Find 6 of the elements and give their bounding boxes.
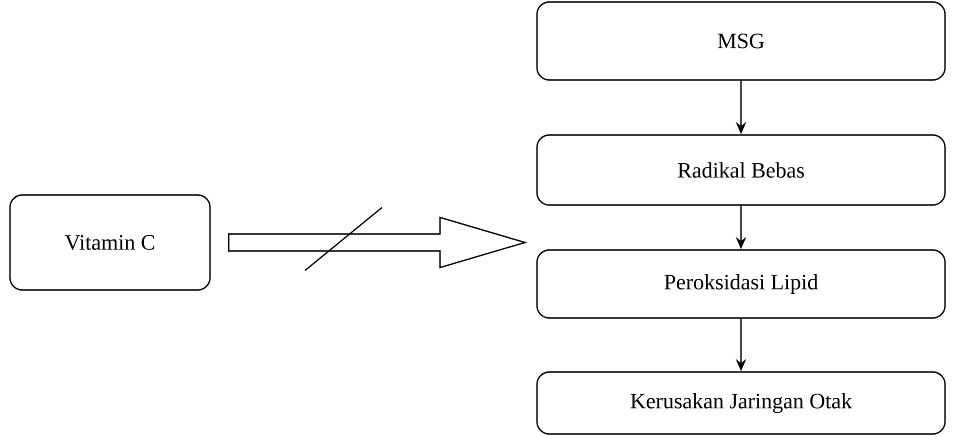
block-arrow — [228, 216, 528, 268]
process-box: Radikal Bebas — [536, 134, 946, 206]
process-box: Peroksidasi Lipid — [536, 249, 946, 319]
process-box: Vitamin C — [9, 194, 211, 291]
process-box: Kerusakan Jaringan Otak — [536, 371, 946, 435]
process-box: MSG — [536, 1, 946, 81]
